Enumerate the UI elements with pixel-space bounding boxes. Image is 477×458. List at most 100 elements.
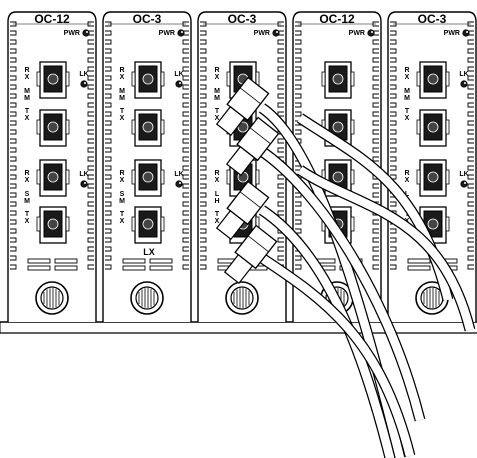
top-side-letter: R [119, 67, 124, 74]
top-side-letter: X [405, 115, 410, 122]
port-bottom-tx-clip-right [445, 216, 450, 232]
port-top-rx-clip-left [226, 71, 231, 87]
port-bottom-tx-clip-right [350, 216, 355, 232]
lk-bottom-led-glint [84, 182, 86, 184]
port-top-tx-ferrule [427, 121, 439, 133]
pwr-label: PWR [159, 30, 175, 37]
bottom-side-letter: X [25, 177, 30, 184]
pwr-led [462, 29, 470, 37]
bottom-side-letter: T [120, 211, 125, 218]
pwr-led [82, 29, 90, 37]
bottom-side-letter: X [120, 177, 125, 184]
port-top-rx-clip-left [36, 71, 41, 87]
cable-jacket [259, 104, 405, 458]
vent-slot [407, 258, 431, 264]
lk-bottom-led [80, 180, 88, 188]
port-bottom-tx-clip-left [36, 216, 41, 232]
vent-slot [54, 258, 78, 264]
connector-plug-3 [215, 180, 270, 241]
module-footer-label: LX [143, 247, 155, 257]
vent-slot [149, 265, 173, 271]
port-top-rx-ferrule [332, 73, 344, 85]
pwr-led [367, 29, 375, 37]
port-top-tx-clip-left [36, 119, 41, 135]
port-bottom-rx-clip-left [416, 169, 421, 185]
port-top-rx-clip-left [416, 71, 421, 87]
bottom-side-letter: X [120, 218, 125, 225]
port-top-rx-clip-right [445, 71, 450, 87]
port-bottom-tx-clip-right [65, 216, 70, 232]
bottom-side-letter: X [405, 177, 410, 184]
port-top-tx-ferrule [332, 121, 344, 133]
cable-jacket [259, 206, 395, 458]
bottom-side-letter: X [215, 218, 220, 225]
top-side-letter: T [25, 108, 30, 115]
lk-top-led [80, 80, 88, 88]
lk-bottom-label: LK [459, 171, 468, 178]
pwr-led-glint [276, 31, 278, 33]
lk-bottom-led [460, 180, 468, 188]
cable-2 [256, 145, 426, 422]
port-bottom-rx-ferrule [332, 171, 344, 183]
top-side-letter: X [120, 74, 125, 81]
bottom-side-letter: S [120, 191, 125, 198]
top-side-letter: T [405, 108, 410, 115]
vent-slot [27, 265, 51, 271]
plug-boot [215, 209, 246, 241]
pwr-led-glint [371, 31, 373, 33]
vent-slot [122, 265, 146, 271]
thumbscrew-inner [40, 286, 64, 310]
lk-bottom-led [175, 180, 183, 188]
top-side-letter: M [404, 95, 410, 102]
port-top-tx-clip-right [350, 119, 355, 135]
top-side-letter: M [119, 95, 125, 102]
pwr-label: PWR [444, 30, 460, 37]
plug-ridge [239, 87, 261, 105]
cable-4 [258, 253, 416, 458]
port-top-tx-clip-left [416, 119, 421, 135]
port-bottom-rx-ferrule [427, 171, 439, 183]
lk-bottom-label: LK [174, 171, 183, 178]
top-side-letter: M [404, 88, 410, 95]
port-top-tx-ferrule [47, 121, 59, 133]
bottom-side-letter: H [214, 198, 219, 205]
pwr-led-glint [181, 31, 183, 33]
lk-top-led-glint [179, 82, 181, 84]
bottom-side-letter: X [25, 218, 30, 225]
port-top-tx-clip-right [65, 119, 70, 135]
bottom-side-letter: L [215, 191, 220, 198]
lk-top-led-glint [84, 82, 86, 84]
bottom-side-letter: L [405, 191, 410, 198]
side-rail [200, 21, 207, 270]
port-top-rx-clip-right [160, 71, 165, 87]
side-rail [182, 21, 189, 270]
port-bottom-rx-clip-left [131, 169, 136, 185]
port-bottom-rx-clip-right [350, 169, 355, 185]
port-top-rx-ferrule [47, 73, 59, 85]
port-top-rx-clip-right [65, 71, 70, 87]
port-bottom-tx-clip-right [160, 216, 165, 232]
plug-boot [223, 253, 254, 285]
vent-slot [407, 265, 431, 271]
port-top-tx-clip-right [160, 119, 165, 135]
port-bottom-rx-clip-right [160, 169, 165, 185]
pwr-label: PWR [349, 30, 365, 37]
cable-jacket [259, 254, 415, 458]
port-top-rx-clip-left [131, 71, 136, 87]
top-side-letter: M [214, 88, 220, 95]
port-top-rx-clip-left [321, 71, 326, 87]
top-side-letter: M [24, 95, 30, 102]
connector-plug-4 [223, 224, 278, 285]
lk-bottom-label: LK [79, 171, 88, 178]
bottom-side-letter: S [25, 191, 30, 198]
cable-3 [258, 205, 396, 458]
lk-top-led [460, 80, 468, 88]
lk-top-label: LK [174, 71, 183, 78]
lk-top-led-glint [464, 82, 466, 84]
top-side-letter: X [405, 74, 410, 81]
vent-slot [54, 265, 78, 271]
top-side-letter: T [215, 108, 220, 115]
vent-slot [122, 258, 146, 264]
plug-ridge [239, 191, 261, 209]
